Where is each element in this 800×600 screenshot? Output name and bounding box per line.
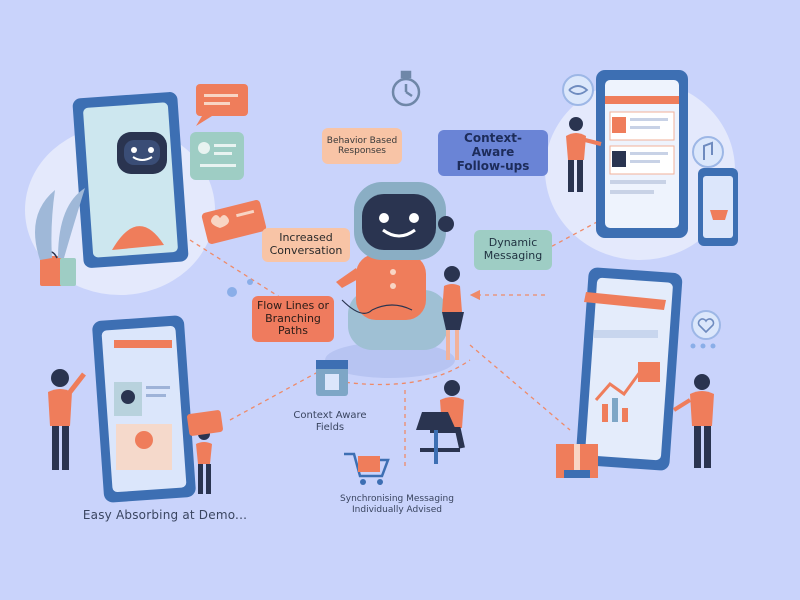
shopping-bag-icon xyxy=(40,251,76,286)
synchronising-label: Synchronising Messaging Individually Adv… xyxy=(340,494,454,515)
person-man-standing-right xyxy=(672,374,714,468)
gift-box-icon xyxy=(556,444,598,478)
robot-shadow xyxy=(325,342,455,378)
calendar-icon xyxy=(316,360,348,396)
context-followups-label: Context-Aware Follow-ups xyxy=(456,131,530,173)
dot-decoration xyxy=(700,343,706,349)
increased-conversation-bubble: Increased Conversation xyxy=(262,228,350,262)
context-fields-label: Context Aware Fields xyxy=(293,410,367,433)
tablet-bottom-left xyxy=(92,315,196,503)
shopping-cart-icon xyxy=(344,452,390,485)
flow-lines-bubble: Flow Lines or Branching Paths xyxy=(252,296,334,342)
eye-bubble-icon xyxy=(562,74,594,106)
dot-decoration xyxy=(247,279,253,285)
dynamic-messaging-label: Dynamic Messaging xyxy=(483,236,543,262)
behavior-responses-bubble: Behavior Based Responses xyxy=(322,128,402,164)
chat-bubble-icon-3 xyxy=(201,200,267,244)
phone-top-right xyxy=(698,168,738,246)
person-woman-beside-robot xyxy=(442,266,464,360)
dot-decoration xyxy=(227,287,237,297)
chat-bubble-icon-1 xyxy=(196,84,248,126)
person-woman-pointing xyxy=(566,117,602,192)
person-woman-with-card xyxy=(187,410,223,494)
tablet-bottom-right xyxy=(575,267,683,471)
heart-bubble-icon xyxy=(691,310,721,340)
dynamic-messaging-bubble: Dynamic Messaging xyxy=(474,230,552,270)
stopwatch-icon xyxy=(391,70,421,107)
tablet-top-left xyxy=(72,92,189,268)
central-robot xyxy=(336,182,454,350)
context-followups-bubble: Context-Aware Follow-ups xyxy=(438,130,548,176)
flow-lines-label: Flow Lines or Branching Paths xyxy=(256,299,329,338)
dot-decoration xyxy=(690,343,696,349)
music-note-icon xyxy=(692,136,724,168)
behavior-responses-label: Behavior Based Responses xyxy=(326,135,398,156)
plant-decoration xyxy=(35,188,85,260)
increased-conversation-label: Increased Conversation xyxy=(269,231,343,257)
dot-decoration xyxy=(710,343,716,349)
tablet-top-right xyxy=(596,70,688,238)
person-man-with-laptop xyxy=(416,380,465,464)
person-man-waving xyxy=(48,369,86,470)
easy-absorbing-label: Easy Absorbing at Demo... xyxy=(82,508,248,522)
chat-bubble-icon-2 xyxy=(190,132,244,180)
